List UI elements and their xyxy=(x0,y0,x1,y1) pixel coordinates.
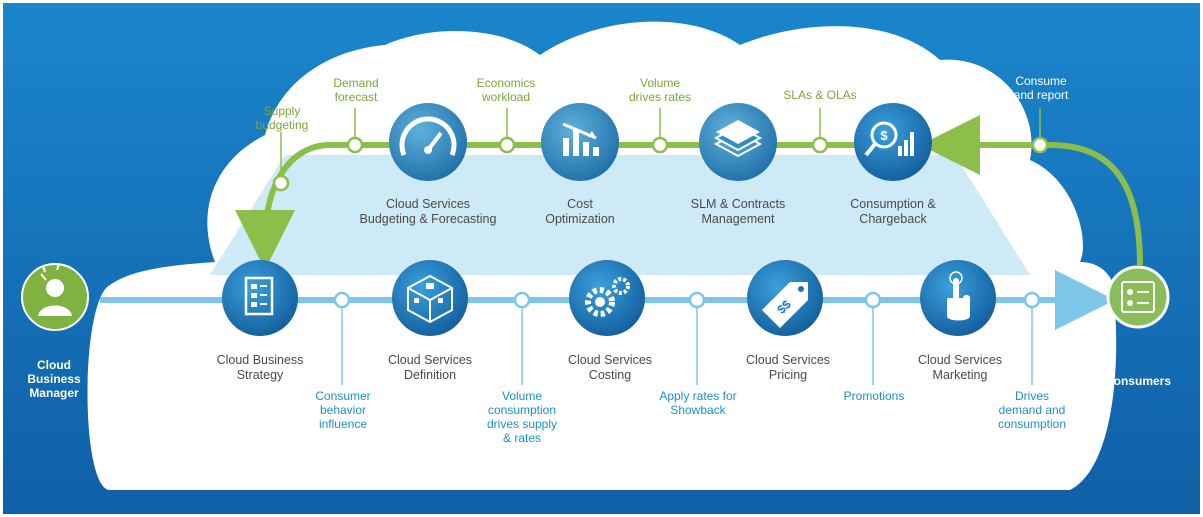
annotation-consumer-behavior: Consumer behavior influence xyxy=(315,389,371,431)
cost-chart-icon xyxy=(541,103,619,181)
annotation-promotions: Promotions xyxy=(843,389,905,403)
service-definition-cube-icon xyxy=(392,260,468,336)
step-label-services-marketing: Cloud Services Marketing xyxy=(917,353,1003,382)
step-label-consumption-chargeback: Consumption & Chargeback xyxy=(850,197,936,226)
green-flow-line xyxy=(920,115,1143,266)
chargeback-magnifier-icon: $ xyxy=(854,103,932,181)
gears-icon xyxy=(569,260,645,336)
annotation-volume-consumption: Volume consumption drives supply & rates xyxy=(486,389,558,445)
annotation-apply-rates: Apply rates for Showback xyxy=(659,389,737,417)
node-apply-rates xyxy=(688,291,706,309)
annotation-volume-drives-rates: Volume drives rates xyxy=(628,76,692,104)
documents-stack-icon xyxy=(699,103,777,181)
node-drives-demand xyxy=(1023,291,1041,309)
step-label-business-strategy: Cloud Business Strategy xyxy=(216,353,304,382)
step-label-services-pricing: Cloud Services Pricing xyxy=(745,353,831,382)
annotation-drives-demand: Drives demand and consumption xyxy=(997,389,1067,431)
node-demand-forecast xyxy=(346,136,364,154)
speedometer-icon xyxy=(389,103,467,181)
svg-text:$: $ xyxy=(880,128,888,143)
node-slas-olas xyxy=(811,136,829,154)
step-label-services-definition: Cloud Services Definition xyxy=(387,353,473,382)
step-label-budgeting-forecasting: Cloud Services Budgeting & Forecasting xyxy=(359,197,497,226)
node-promotions xyxy=(864,291,882,309)
step-label-slm-contracts: SLM & Contracts Management xyxy=(690,197,786,226)
node-consume-report xyxy=(1031,136,1049,154)
annotation-consume-report: Consume and report xyxy=(1013,74,1069,102)
price-tag-icon: $$ xyxy=(747,260,823,336)
node-consumer-behavior xyxy=(333,291,351,309)
node-volume-drives-rates xyxy=(651,136,669,154)
annotation-slas-olas: SLAs & OLAs xyxy=(783,88,857,102)
annotation-economics-workload: Economics workload xyxy=(476,76,536,104)
strategy-document-icon xyxy=(222,260,298,336)
node-economics-workload xyxy=(498,136,516,154)
green-flow-line-main xyxy=(235,142,860,270)
node-volume-consumption xyxy=(513,291,531,309)
step-label-cost-optimization: Cost Optimization xyxy=(545,197,615,226)
bottom-annotation-nodes xyxy=(333,291,1041,309)
annotation-supply-budgeting: Supply budgeting xyxy=(255,104,309,132)
hand-pointer-icon xyxy=(920,260,996,336)
consumers-label: Consumers xyxy=(1104,374,1172,388)
bottom-annotation-connectors xyxy=(341,300,1033,385)
cloud-business-manager-icon xyxy=(21,263,89,331)
cloud-business-manager-label: Cloud Business Manager xyxy=(27,358,81,400)
node-supply-budgeting xyxy=(272,174,290,192)
top-annotation-nodes xyxy=(272,136,1049,192)
consumers-icon xyxy=(1106,265,1170,329)
process-band xyxy=(210,155,1030,275)
annotation-demand-forecast: Demand forecast xyxy=(333,76,379,104)
step-label-services-costing: Cloud Services Costing xyxy=(567,353,653,382)
